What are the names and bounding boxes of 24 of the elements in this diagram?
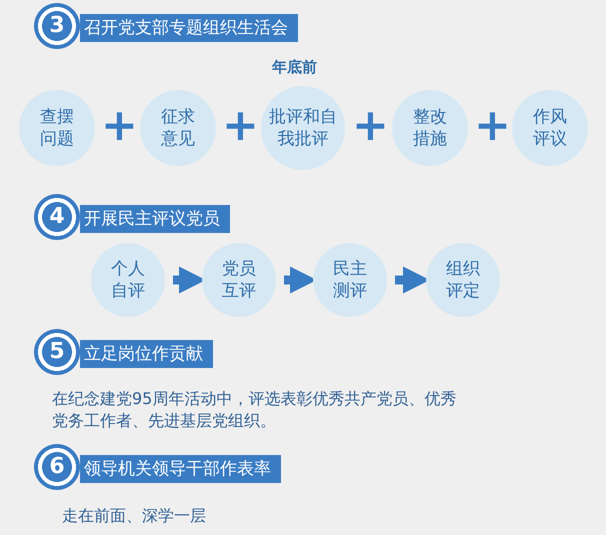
step-circle: 征求意见: [140, 90, 216, 166]
step-circle: 组织评定: [426, 243, 500, 317]
section-title-bar: 召开党支部专题组织生活会: [80, 14, 298, 42]
step-circle: 个人自评: [91, 243, 165, 317]
time-label: 年底前: [272, 57, 317, 78]
step-circle: 整改措施: [392, 90, 468, 166]
section-title-bar: 立足岗位作贡献: [80, 340, 213, 368]
description-text: 在纪念建党95周年活动中，评选表彰优秀共产党员、优秀党务工作者、先进基层党组织。: [52, 388, 458, 432]
plus-sign: +: [101, 104, 133, 148]
section-title-bar: 开展民主评议党员: [80, 205, 230, 233]
step-circle: 民主测评: [313, 243, 387, 317]
plus-sign: +: [474, 104, 506, 148]
step-circle: 查摆问题: [19, 90, 95, 166]
number-badge: 4: [34, 194, 80, 240]
plus-sign: +: [222, 104, 254, 148]
plus-sign: +: [352, 104, 384, 148]
description-text: 走在前面、深学一层: [62, 505, 206, 527]
step-circle: 党员互评: [202, 243, 276, 317]
section-title-bar: 领导机关领导干部作表率: [80, 455, 281, 483]
number-badge: 6: [34, 444, 80, 490]
number-badge: 3: [34, 3, 80, 49]
number-badge: 5: [34, 329, 80, 375]
step-circle: 批评和自我批评: [261, 86, 345, 170]
step-circle: 作风评议: [512, 90, 588, 166]
